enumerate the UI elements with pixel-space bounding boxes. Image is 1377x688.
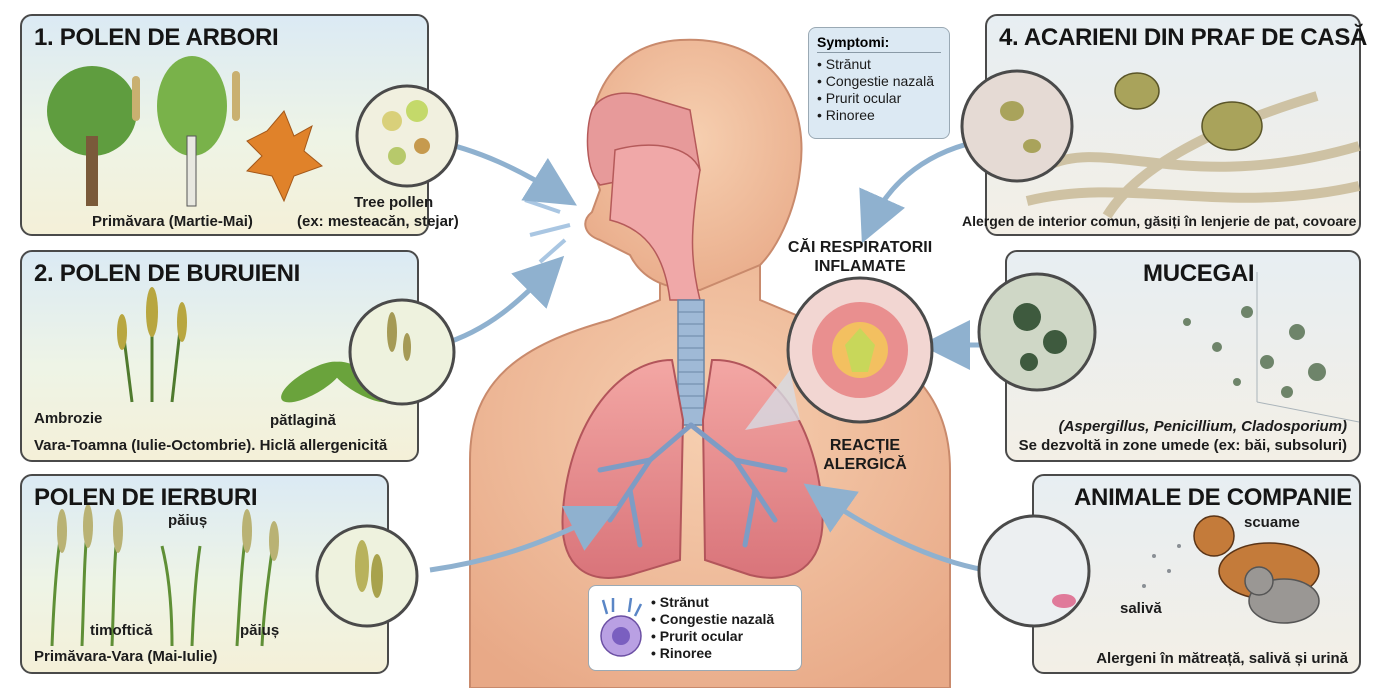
plant-label-paius-top: păiuș bbox=[168, 512, 208, 529]
pollen-note-line1: Tree pollen bbox=[354, 194, 434, 211]
tree-illustration bbox=[47, 56, 459, 207]
mites-caption: Alergen de interior comun, găsiți în len… bbox=[962, 213, 1357, 229]
pets-illustration bbox=[977, 514, 1320, 628]
panel-title: ANIMALE DE COMPANIE bbox=[1074, 484, 1352, 511]
symptom-item: • Rinoree bbox=[817, 107, 875, 123]
symptom-item: • Prurit ocular bbox=[651, 628, 744, 644]
plant-label-paius: păiuș bbox=[240, 622, 280, 639]
symptom-item: • Strănut bbox=[651, 594, 709, 610]
airway-label-line1: CĂI RESPIRATORII bbox=[787, 239, 933, 256]
panel-title: 2. POLEN DE BURUIENI bbox=[34, 260, 301, 287]
mold-species: (Aspergillus, Penicillium, Cladosporium) bbox=[1058, 418, 1347, 435]
panel-title: MUCEGAI bbox=[1143, 260, 1255, 287]
panel-tree-pollen: 1. POLEN DE ARBORI Primăvara (Martie-Mai… bbox=[20, 14, 459, 236]
panel-grass-pollen: POLEN DE IERBURI păiuș timoftică păiuș P… bbox=[20, 474, 419, 674]
symptoms-title: Symptomi: bbox=[817, 34, 890, 50]
season-label: Primăvara (Martie-Mai) bbox=[92, 213, 253, 230]
airway-label: CĂI RESPIRATORII INFLAMATE bbox=[780, 238, 940, 276]
grass-illustration bbox=[50, 504, 419, 647]
mold-magnifier-icon bbox=[977, 272, 1097, 392]
symptom-item: • Congestie nazală bbox=[817, 73, 934, 89]
symptom-item: • Congestie nazală bbox=[651, 611, 775, 627]
season-label: Vara-Toamna (Iulie-Octombrie). Hiclă all… bbox=[34, 437, 388, 454]
panel-title: 1. POLEN DE ARBORI bbox=[34, 24, 279, 51]
immune-cell-icon bbox=[600, 597, 643, 657]
plant-label-patlagina: pătlagină bbox=[270, 412, 336, 429]
panel-title: POLEN DE IERBURI bbox=[34, 484, 258, 511]
plant-label-ambrozie: Ambrozie bbox=[34, 410, 103, 427]
pet-label-saliva: salivă bbox=[1120, 600, 1162, 617]
panel-pets: ANIMALE DE COMPANIE scuame salivă Alerge… bbox=[977, 474, 1361, 674]
allergic-reaction-label: REACȚIE ALERGICĂ bbox=[815, 436, 915, 474]
reaction-label-line2: ALERGICĂ bbox=[823, 456, 907, 473]
pet-label-scuame: scuame bbox=[1244, 514, 1300, 531]
pets-caption: Alergeni în mătreață, salivă și urină bbox=[1096, 650, 1348, 667]
symptom-item: • Prurit ocular bbox=[817, 90, 902, 106]
weed-illustration bbox=[117, 287, 456, 406]
mold-caption: Se dezvoltă in zone umede (ex: băi, subs… bbox=[1018, 437, 1347, 454]
pollen-note-line2: (ex: mesteacăn, stejar) bbox=[297, 213, 459, 230]
symptoms-box-bottom: • Strănut • Congestie nazală • Prurit oc… bbox=[588, 585, 802, 671]
mold-illustration bbox=[977, 272, 1360, 423]
plant-label-timoftica: timoftică bbox=[90, 622, 153, 639]
airway-label-line2: INFLAMATE bbox=[814, 258, 906, 275]
mites-magnifier-icon bbox=[960, 69, 1074, 183]
weed-pollen-magnifier-icon bbox=[348, 298, 456, 406]
symptom-item: • Rinoree bbox=[651, 645, 712, 661]
panel-weed-pollen: 2. POLEN DE BURUIENI Ambrozie pătlagină … bbox=[20, 250, 456, 462]
pets-magnifier-icon bbox=[977, 514, 1091, 628]
reaction-label-line1: REACȚIE bbox=[829, 437, 901, 454]
pollen-magnifier-icon bbox=[355, 84, 459, 188]
season-label: Primăvara-Vara (Mai-Iulie) bbox=[34, 648, 218, 665]
panel-dust-mites: 4. ACARIENI DIN PRAF DE CASĂ Alergen de … bbox=[960, 14, 1367, 236]
symptom-item: • Strănut bbox=[817, 56, 871, 72]
panel-mold: MUCEGAI (Aspergillus, Penicillium, Clado… bbox=[977, 250, 1361, 462]
panel-title: 4. ACARIENI DIN PRAF DE CASĂ bbox=[999, 24, 1368, 51]
mites-illustration bbox=[960, 69, 1361, 219]
symptoms-box-top: Symptomi: • Strănut • Congestie nazală •… bbox=[808, 27, 950, 139]
